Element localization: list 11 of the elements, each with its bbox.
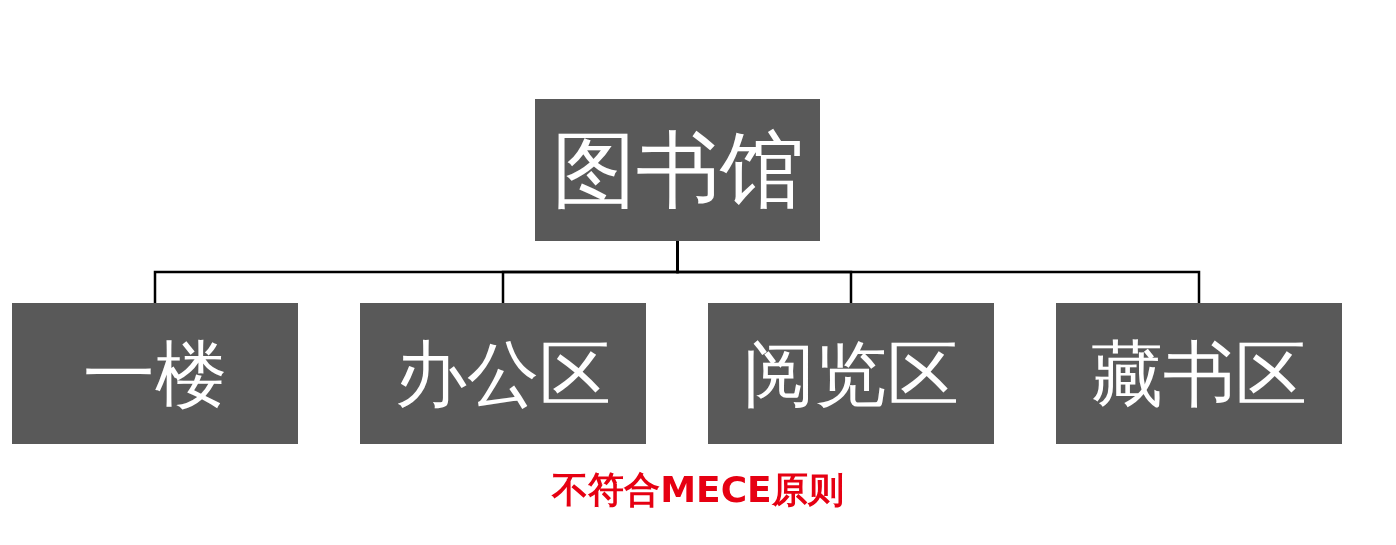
box-label: 藏书区 xyxy=(1091,337,1307,410)
box-label: 阅览区 xyxy=(743,337,959,410)
category-box xyxy=(1056,303,1342,444)
box-label: 一楼 xyxy=(83,337,227,410)
box-label: 办公区 xyxy=(395,337,611,410)
box-label: 图书馆 xyxy=(551,128,804,212)
category-box xyxy=(12,303,298,444)
category-box xyxy=(708,303,994,444)
note-text: 不符合MECE原则 xyxy=(552,472,844,508)
category-box xyxy=(360,303,646,444)
category-box xyxy=(535,99,820,241)
